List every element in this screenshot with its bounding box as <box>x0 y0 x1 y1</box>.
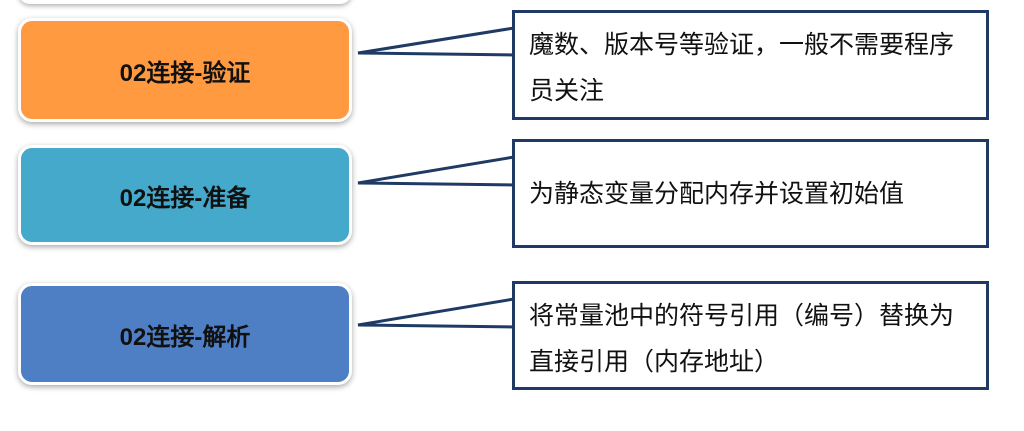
callout-pointer-verify <box>357 26 516 57</box>
stage-prepare: 02连接-准备 <box>18 145 352 245</box>
callout-pointer-prepare <box>357 155 516 187</box>
note-resolve: 将常量池中的符号引用（编号）替换为直接引用（内存地址） <box>512 281 989 390</box>
stage-verify: 02连接-验证 <box>18 18 352 122</box>
previous-stage-box <box>18 0 352 4</box>
callout-pointer-resolve <box>357 297 516 329</box>
note-verify: 魔数、版本号等验证，一般不需要程序员关注 <box>512 10 989 120</box>
stage-resolve: 02连接-解析 <box>18 283 352 385</box>
note-prepare: 为静态变量分配内存并设置初始值 <box>512 139 989 248</box>
